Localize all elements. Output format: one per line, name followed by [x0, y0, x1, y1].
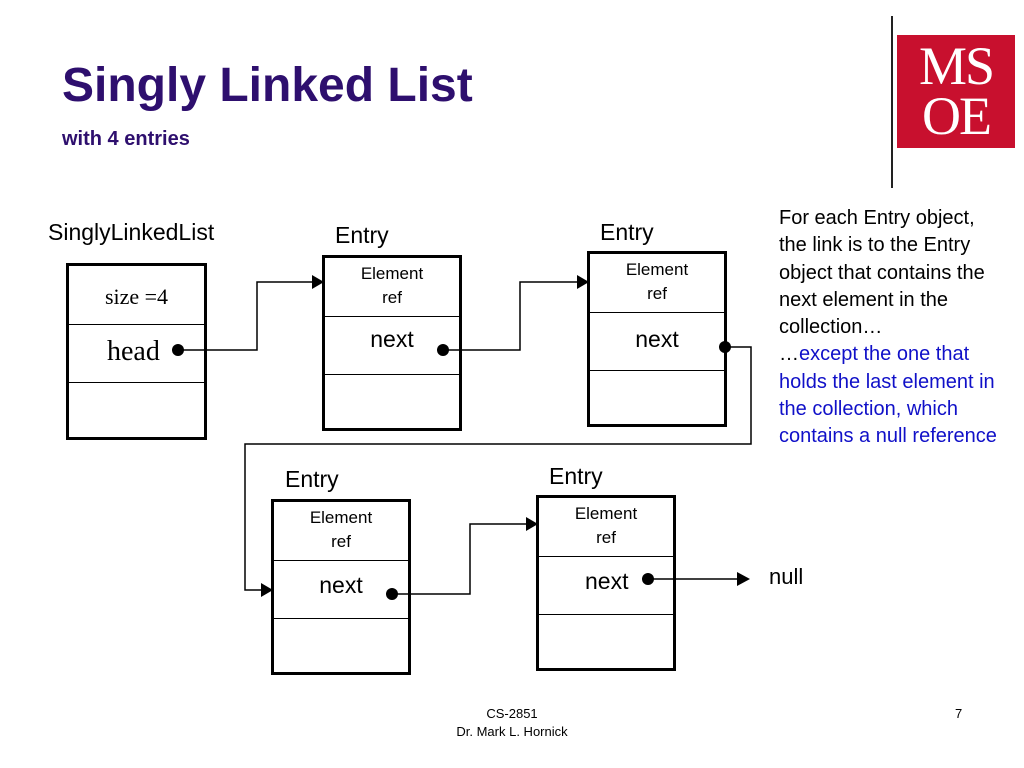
slide-title: Singly Linked List [62, 59, 473, 112]
entry-1-to-entry-2-link [443, 281, 577, 351]
size-cell: size =4 [69, 266, 204, 325]
entry-2-next-text: next [635, 326, 679, 352]
arrow-into-entry-4-icon [526, 517, 538, 531]
entry-3-to-entry-4-link [392, 523, 526, 595]
note-text: For each Entry object, the link is to th… [779, 207, 985, 339]
arrow-into-entry-3-icon [261, 583, 273, 597]
footer-course: CS-2851 [486, 706, 538, 721]
entry-1-element-line1: Element [360, 264, 424, 283]
entry-4-next-text: next [585, 568, 629, 594]
explanation-note: For each Entry object, the link is to th… [779, 205, 999, 451]
entry-3-next-cell: next [274, 560, 408, 619]
entry-4-box: Element ref next [536, 495, 676, 671]
logo-line-1: MS [918, 35, 995, 96]
entry-1-element-line2: ref [382, 288, 402, 307]
entry-4-next-cell: next [539, 556, 673, 615]
entry-3-label: Entry [285, 466, 339, 492]
entry-4-element-line2: ref [596, 528, 616, 547]
entry-2-next-cell: next [590, 312, 724, 371]
entry-3-element-cell: Element ref [274, 502, 408, 561]
singly-linked-list-label: SinglyLinkedList [48, 219, 215, 245]
entry-4-label: Entry [549, 463, 603, 489]
arrow-to-null-icon [737, 572, 750, 586]
entry-3-element-line2: ref [331, 532, 351, 551]
entry-2-element-line1: Element [625, 260, 689, 279]
arrow-into-entry-2-icon [577, 275, 589, 289]
head-to-entry-1-link [178, 281, 312, 351]
arrow-into-entry-1-icon [312, 275, 324, 289]
entry-2-element-line2: ref [647, 284, 667, 303]
entry-1-element-cell: Element ref [325, 258, 459, 317]
entry-1-label: Entry [335, 222, 389, 248]
logo-line-2: OE [922, 85, 992, 146]
msoe-logo: MS OE [897, 35, 1015, 148]
head-text: head [107, 336, 160, 367]
size-text: size =4 [104, 284, 169, 309]
note-exception-text: except the one that holds the last eleme… [779, 343, 997, 448]
entry-3-next-text: next [319, 572, 363, 598]
note-ellipsis: … [779, 343, 799, 366]
slide-subtitle: with 4 entries [62, 128, 190, 150]
entry-2-to-entry-3-link [244, 346, 752, 591]
entry-3-box: Element ref next [271, 499, 411, 675]
entry-2-box: Element ref next [587, 251, 727, 427]
entry-2-label: Entry [600, 219, 654, 245]
page-number: 7 [955, 706, 963, 721]
header-divider [891, 16, 893, 188]
entry-3-element-line1: Element [309, 508, 373, 527]
head-cell: head [69, 324, 204, 383]
null-label: null [769, 564, 804, 589]
entry-1-box: Element ref next [322, 255, 462, 431]
entry-1-next-text: next [370, 326, 414, 352]
entry-1-next-cell: next [325, 316, 459, 375]
entry-4-element-line1: Element [574, 504, 638, 523]
entry-4-element-cell: Element ref [539, 498, 673, 557]
entry-2-element-cell: Element ref [590, 254, 724, 313]
footer-author: Dr. Mark L. Hornick [456, 724, 568, 739]
